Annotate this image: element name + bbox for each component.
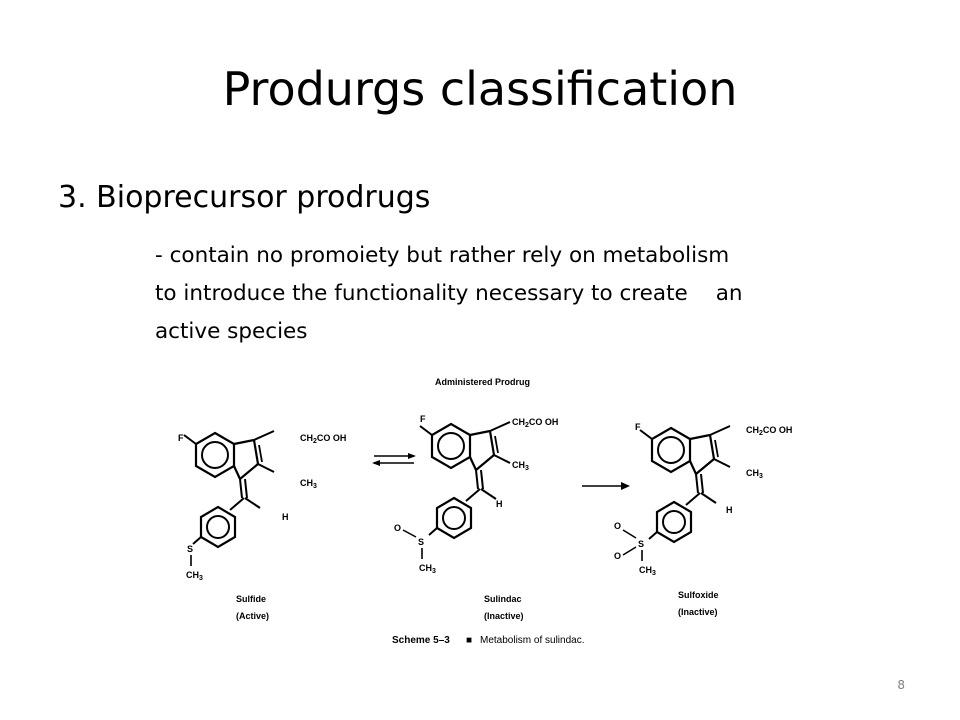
s-methyl-group: CH3 — [186, 570, 203, 582]
section-heading: 3. Bioprecursor prodrugs — [58, 180, 431, 215]
ch3-group: CH3 — [746, 468, 763, 480]
ch3-group: CH3 — [512, 460, 529, 472]
hydrogen-atom: H — [496, 499, 503, 509]
s-methyl-group: CH3 — [639, 565, 656, 577]
bullet-line-1: - contain no promoiety but rather rely o… — [155, 243, 730, 268]
hydrogen-atom: H — [282, 512, 289, 522]
s-methyl-group: CH3 — [419, 563, 436, 575]
administered-prodrug-label: Administered Prodrug — [435, 377, 530, 387]
ch2cooh-group: CH2CO OH — [746, 425, 792, 437]
hydrogen-atom: H — [726, 505, 733, 515]
equilibrium-arrows — [372, 453, 416, 466]
bullet-line-2-end: an — [715, 281, 743, 306]
oxygen-atom: O — [394, 523, 401, 533]
compound-name-sulindac: Sulindac — [484, 594, 522, 604]
ch3-group: CH3 — [300, 478, 317, 490]
compound-status-sulfide: (Active) — [236, 611, 269, 621]
bullet-line-2: to introduce the functionality necessary… — [155, 275, 895, 313]
fluorine-atom: F — [635, 422, 641, 432]
scheme-caption-label: Scheme 5–3 — [392, 635, 450, 646]
slide-title: Produrgs classification — [222, 62, 738, 116]
compound-name-sulfoxide: Sulfoxide — [678, 590, 719, 600]
sulfoxide-structure: F CH2CO OH CH3 H O S O CH3 — [614, 422, 792, 577]
sulfur-atom: S — [187, 544, 193, 554]
sulindac-metabolism-scheme: Administered Prodrug F CH2CO OH CH3 H S … — [178, 377, 792, 646]
page-number: 8 — [897, 678, 905, 692]
sulfur-atom: S — [418, 537, 424, 547]
forward-arrow — [582, 482, 630, 490]
scheme-caption-text: Metabolism of sulindac. — [480, 635, 585, 646]
sulindac-structure: F CH2CO OH CH3 H O S CH3 — [394, 414, 558, 575]
bullet-line-3: active species — [155, 319, 308, 344]
sulfide-structure: F CH2CO OH CH3 H S CH3 Sulfide (Active) — [178, 429, 346, 621]
scheme-caption-bullet: ■ — [466, 635, 472, 646]
compound-status-sulfoxide: (Inactive) — [678, 607, 718, 617]
sulfur-atom: S — [638, 539, 644, 549]
bullet-line-2-text: to introduce the functionality necessary… — [155, 281, 688, 306]
fluorine-atom: F — [178, 433, 184, 443]
compound-status-sulindac: (Inactive) — [484, 611, 524, 621]
compound-name-sulfide: Sulfide — [236, 594, 266, 604]
fluorine-atom: F — [420, 414, 426, 424]
ch2cooh-group: CH2CO OH — [300, 433, 346, 445]
oxygen-atom-bottom: O — [614, 551, 621, 561]
ch2cooh-group: CH2CO OH — [512, 417, 558, 429]
oxygen-atom-top: O — [614, 521, 621, 531]
